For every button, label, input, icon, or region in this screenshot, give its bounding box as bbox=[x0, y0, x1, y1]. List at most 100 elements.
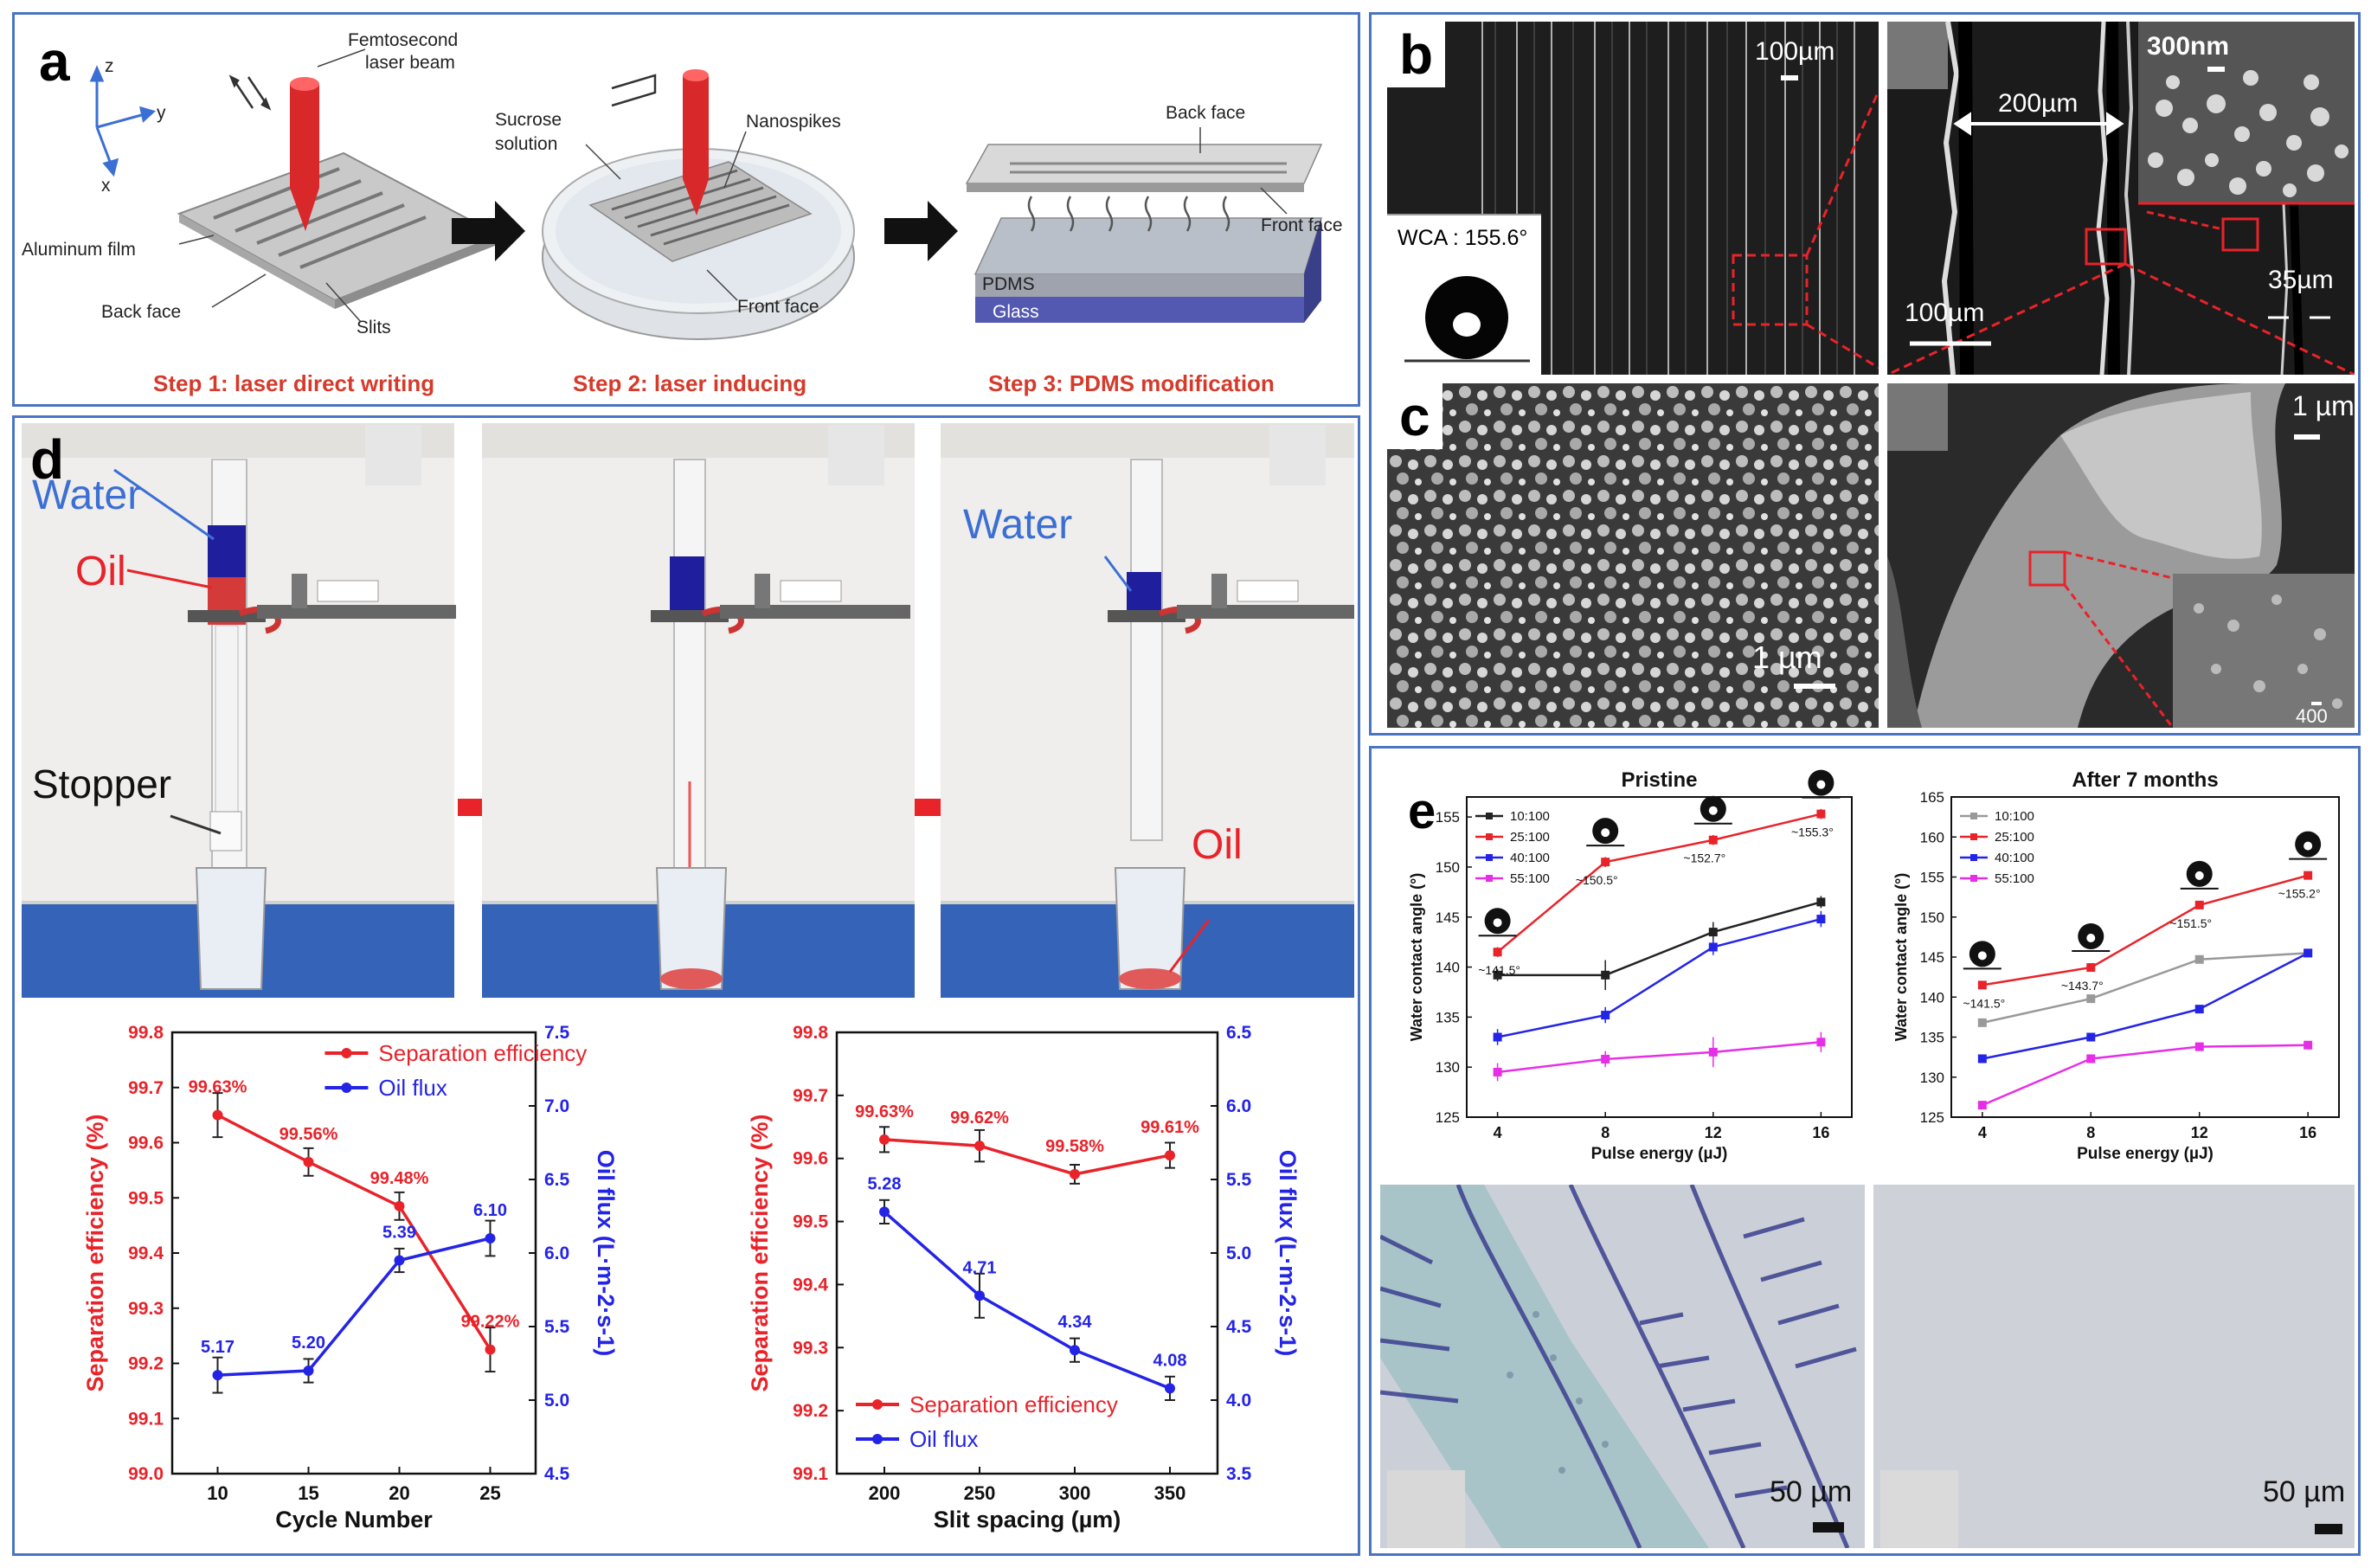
legend-label: Separation efficiency bbox=[909, 1391, 1118, 1417]
data-point bbox=[1601, 858, 1610, 867]
y-tick-label: 160 bbox=[1920, 829, 1944, 845]
sem-image-slit-detail: 200µm 100µm 300nm 35µm bbox=[1887, 22, 2355, 375]
x-axis-label: Cycle Number bbox=[275, 1507, 433, 1533]
separation-photos bbox=[22, 423, 1354, 998]
data-point bbox=[2086, 994, 2096, 1004]
y2-tick-label: 6.5 bbox=[1226, 1023, 1252, 1043]
step1-caption: Step 1: laser direct writing bbox=[153, 370, 434, 396]
data-point bbox=[1165, 1150, 1175, 1161]
data-point bbox=[1977, 1054, 1987, 1064]
sucrose-label-2: solution bbox=[495, 134, 557, 154]
y-tick-label: 99.0 bbox=[128, 1464, 164, 1484]
series-line-10-100 bbox=[1982, 952, 2309, 1025]
droplet-highlight bbox=[2086, 934, 2096, 943]
y-tick-label: 130 bbox=[1436, 1059, 1460, 1076]
axis-y: y bbox=[157, 103, 166, 123]
nanospikes-label: Nanospikes bbox=[746, 112, 841, 132]
series-line-oil-flux bbox=[217, 1237, 491, 1377]
pdms-label: PDMS bbox=[982, 274, 1035, 294]
data-label: ~141.5° bbox=[1963, 996, 2005, 1010]
data-point bbox=[1493, 1067, 1502, 1076]
data-label: 4.34 bbox=[1058, 1313, 1093, 1332]
data-label: 99.58% bbox=[1045, 1137, 1104, 1156]
series-line-40-100 bbox=[1982, 952, 2309, 1060]
data-label: 99.63% bbox=[855, 1102, 914, 1121]
droplet-highlight bbox=[2304, 841, 2313, 851]
series-line-separation-efficiency bbox=[216, 1114, 492, 1351]
data-point bbox=[1493, 970, 1502, 980]
y-axis-label: Water contact angle (°) bbox=[1408, 873, 1425, 1042]
y2-tick-label: 7.5 bbox=[544, 1023, 570, 1043]
photo-1 bbox=[22, 423, 456, 998]
back-face-label-3: Back face bbox=[1166, 103, 1245, 123]
y-tick-label: 99.5 bbox=[128, 1188, 164, 1208]
sucrose-label-1: Sucrose bbox=[495, 110, 562, 130]
legend-marker bbox=[1486, 875, 1493, 882]
y2-tick-label: 5.0 bbox=[1226, 1243, 1251, 1263]
legend-marker bbox=[1970, 813, 1977, 819]
series-line-25-100 bbox=[1982, 874, 2309, 986]
data-point bbox=[1977, 1101, 1987, 1110]
legend-label: Oil flux bbox=[909, 1426, 978, 1452]
axes-icon bbox=[89, 65, 157, 177]
legend-label: 25:100 bbox=[1510, 830, 1550, 845]
legend-marker bbox=[341, 1048, 352, 1058]
y2-tick-label: 7.0 bbox=[544, 1096, 569, 1116]
y-tick-label: 140 bbox=[1436, 960, 1460, 976]
series-line-40-100 bbox=[1497, 917, 1822, 1038]
data-label: ~141.5° bbox=[1478, 963, 1520, 977]
step3-caption: Step 3: PDMS modification bbox=[988, 370, 1275, 396]
data-point bbox=[974, 1141, 985, 1152]
data-point bbox=[1816, 1038, 1826, 1047]
x-tick-label: 8 bbox=[2086, 1124, 2095, 1141]
series-line-10-100 bbox=[1497, 901, 1822, 977]
y2-tick-label: 6.0 bbox=[1226, 1096, 1251, 1116]
droplet-highlight bbox=[1708, 806, 1718, 815]
scale-bar-50um-label: 50 µm bbox=[1770, 1475, 1853, 1508]
legend-marker bbox=[1970, 875, 1977, 882]
legend-marker bbox=[1970, 833, 1977, 840]
laser-beam-icon bbox=[290, 77, 319, 231]
y-tick-label: 99.3 bbox=[793, 1338, 828, 1358]
data-point bbox=[1070, 1168, 1080, 1179]
scale-bar-label: 100µm bbox=[1755, 37, 1835, 66]
data-point bbox=[1708, 942, 1718, 952]
y-tick-label: 99.3 bbox=[128, 1299, 164, 1319]
data-point bbox=[1977, 1018, 1987, 1027]
data-label: ~155.3° bbox=[1791, 826, 1834, 839]
data-point bbox=[1977, 980, 1987, 990]
droplet-icon bbox=[1802, 769, 1841, 799]
laser-label-2: laser beam bbox=[365, 53, 455, 73]
legend-marker bbox=[1486, 854, 1493, 861]
y2-tick-label: 5.5 bbox=[544, 1317, 570, 1337]
data-label: 99.56% bbox=[280, 1125, 338, 1144]
y-tick-label: 99.8 bbox=[793, 1023, 828, 1043]
scale-bar-50um-label-2: 50 µm bbox=[2263, 1475, 2346, 1508]
panel-a: a z y x Femtose bbox=[12, 12, 1360, 407]
front-face-label-2: Front face bbox=[737, 297, 819, 317]
arrow-right-icon-2 bbox=[884, 201, 958, 261]
data-point bbox=[1493, 1032, 1502, 1042]
data-label: 99.63% bbox=[189, 1078, 247, 1097]
scale-bar-400nm-label: 400 nm bbox=[2296, 705, 2328, 727]
droplet-highlight bbox=[1816, 780, 1826, 789]
data-point bbox=[2194, 954, 2204, 964]
legend-marker bbox=[1486, 833, 1493, 840]
data-point bbox=[2194, 1005, 2204, 1014]
y-tick-label: 99.2 bbox=[793, 1401, 828, 1421]
data-point bbox=[1816, 809, 1826, 819]
data-point bbox=[1601, 1054, 1610, 1064]
data-label: ~152.7° bbox=[1683, 851, 1725, 865]
x-axis-label: Pulse energy (µJ) bbox=[2077, 1145, 2214, 1163]
x-tick-label: 4 bbox=[1494, 1124, 1502, 1141]
data-point bbox=[974, 1290, 985, 1301]
glass-label: Glass bbox=[993, 302, 1039, 322]
series-line-55-100 bbox=[1982, 1044, 2309, 1107]
x-tick-label: 350 bbox=[1154, 1482, 1186, 1504]
legend-label: Oil flux bbox=[378, 1075, 447, 1101]
plot-frame bbox=[1950, 796, 2340, 1118]
optical-image-clear: 50 µm bbox=[1873, 1185, 2355, 1548]
data-point bbox=[1816, 915, 1826, 924]
slit-width-label: 35µm bbox=[2268, 266, 2334, 294]
